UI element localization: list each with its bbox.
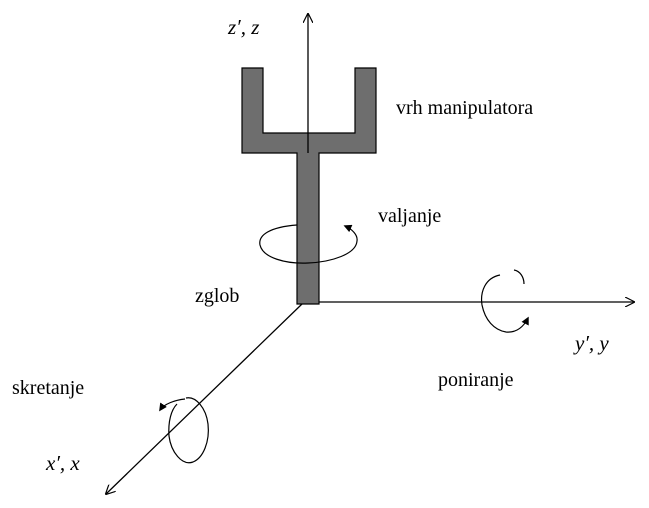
yaw-label: skretanje xyxy=(12,377,84,399)
wrist-label: zglob xyxy=(195,285,239,307)
gripper-shape xyxy=(241,67,377,305)
z-axis-label: z′, z xyxy=(227,15,259,39)
roll-label: valjanje xyxy=(378,205,441,227)
x-axis-label: x′, x xyxy=(45,451,80,475)
pitch-rotation-tail xyxy=(513,269,525,285)
y-axis-label: y′, y xyxy=(573,331,609,355)
pitch-rotation-icon xyxy=(480,274,529,333)
yaw-rotation-icon xyxy=(168,397,209,464)
gripper-tip-label: vrh manipulatora xyxy=(396,97,533,119)
roll-rotation-icon xyxy=(259,224,358,264)
pitch-label: poniranje xyxy=(438,369,514,391)
x-axis-arrow xyxy=(106,303,303,494)
yaw-rotation-arrow xyxy=(159,398,186,412)
